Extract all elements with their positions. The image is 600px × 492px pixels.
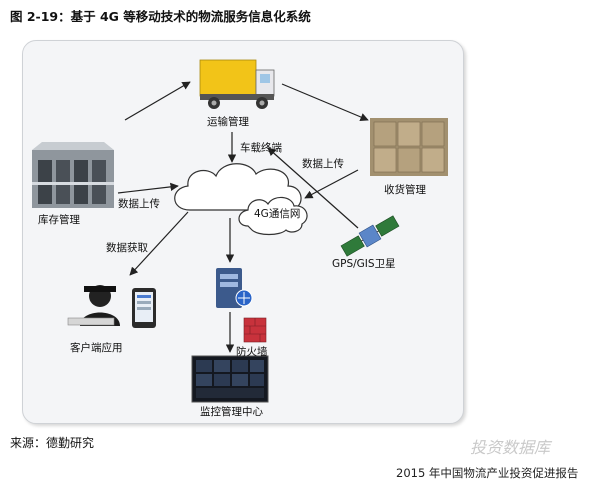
server-icon — [216, 268, 253, 308]
arrow-inventory-to-transport — [124, 81, 191, 121]
label-network: 4G通信网 — [254, 208, 301, 220]
arrow-transport-to-receiving — [281, 83, 369, 121]
arrow-inventory-to-cloud — [117, 182, 179, 194]
label-vehicle-terminal: 车载终端 — [240, 142, 282, 154]
figure-title: 图 2-19：基于 4G 等移动技术的物流服务信息化系统 — [10, 9, 311, 24]
label-upload-left: 数据上传 — [118, 198, 160, 210]
cloud-network-icon — [174, 163, 308, 236]
label-client: 客户端应用 — [70, 342, 123, 354]
watermark: 投资数据库 — [470, 438, 551, 457]
footer-report: 2015 年中国物流产业投资促进报告 — [396, 466, 579, 480]
cargo-boxes-icon — [370, 118, 448, 176]
warehouse-icon — [32, 142, 114, 208]
label-firewall: 防火墙 — [236, 346, 268, 358]
page-footer: 2015 年中国物流产业投资促进报告 25 — [396, 465, 600, 481]
arrow-gps-to-terminal — [267, 147, 359, 229]
label-monitor: 监控管理中心 — [200, 406, 263, 418]
label-gps: GPS/GIS卫星 — [332, 258, 396, 270]
label-fetch: 数据获取 — [106, 242, 148, 254]
label-transport: 运输管理 — [207, 116, 249, 128]
label-upload-right: 数据上传 — [302, 158, 344, 170]
arrow-cloud-to-client — [129, 211, 189, 276]
truck-icon — [199, 59, 275, 109]
source-note: 来源：德勤研究 — [10, 436, 95, 450]
monitor-wall-icon — [191, 355, 269, 403]
arrow-receiving-to-cloud — [304, 169, 359, 199]
satellite-icon — [340, 215, 400, 257]
label-receiving: 收货管理 — [384, 184, 426, 196]
label-inventory: 库存管理 — [38, 214, 80, 226]
firewall-icon — [243, 317, 267, 343]
client-user-icon — [67, 285, 156, 328]
